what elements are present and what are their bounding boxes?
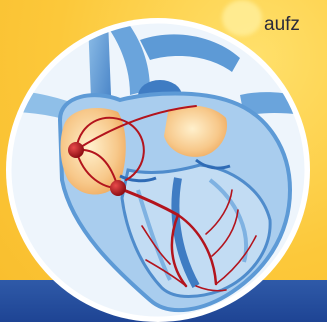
atrioventricular-node	[110, 180, 126, 196]
sinoatrial-node	[68, 142, 84, 158]
